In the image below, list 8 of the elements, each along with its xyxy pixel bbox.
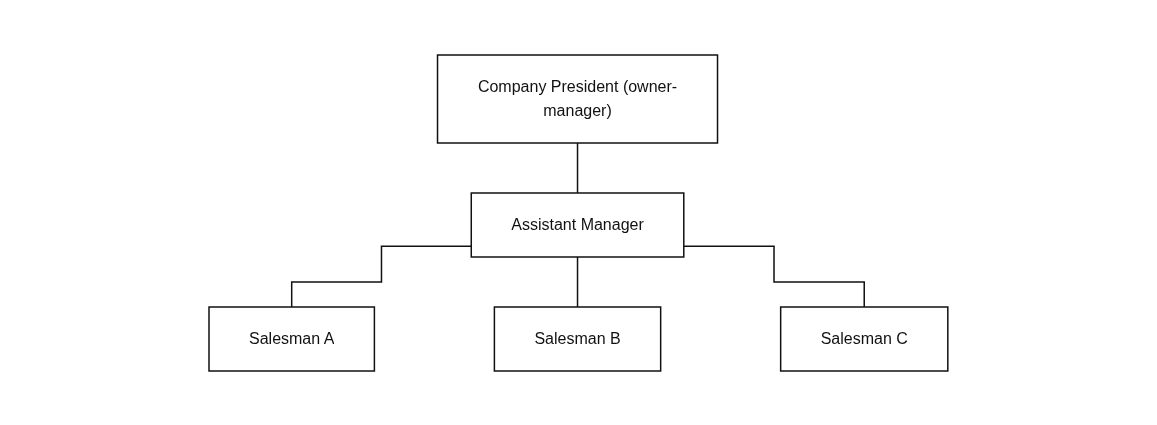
connector [576,141,579,194]
connector [576,255,579,308]
node-box: Salesman B [493,305,662,372]
node-box: Company President (owner-manager) [436,53,719,144]
connector [683,244,866,308]
node-box: Salesman C [780,305,949,372]
node-box: Assistant Manager [470,191,685,258]
node-box: Salesman A [208,305,376,372]
